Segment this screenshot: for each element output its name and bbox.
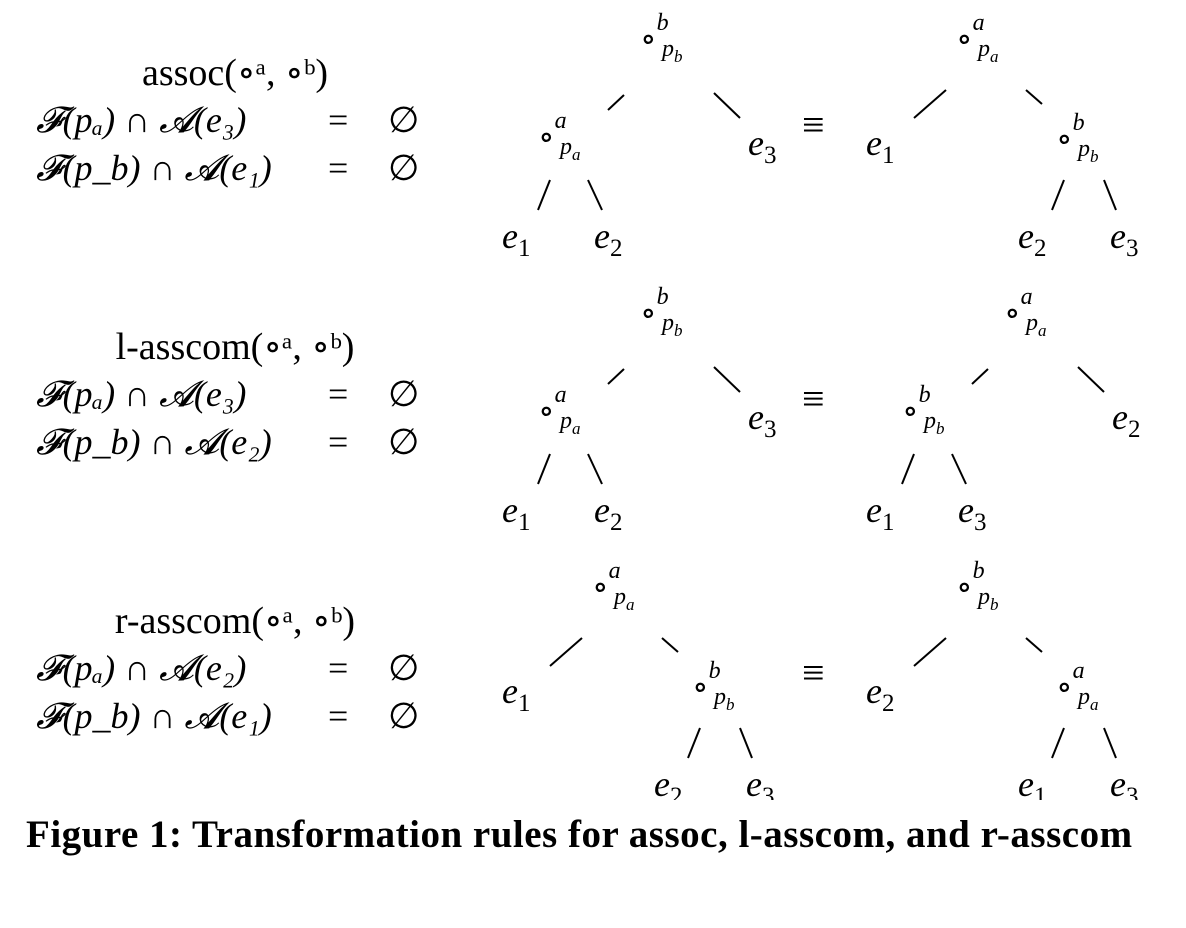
tree-edge — [661, 637, 679, 653]
condition-rhs: ∅ — [388, 374, 420, 414]
tree-edge — [687, 727, 701, 759]
tree-edge — [901, 453, 915, 485]
tree-edge — [537, 453, 551, 485]
leaf-node: e1 — [866, 123, 894, 169]
condition-rhs: ∅ — [388, 696, 420, 736]
tree-edge — [1103, 179, 1117, 211]
condition-line: 𝓕(pₐ) ∩ 𝓐(e₂) = ∅ — [36, 646, 466, 692]
equivalence-symbol: ≡ — [802, 376, 825, 421]
tree-edge — [587, 179, 603, 211]
condition-op: = — [328, 648, 349, 688]
tree-edge — [607, 368, 625, 385]
leaf-node: e3 — [746, 764, 774, 800]
condition-line: 𝓕(p_b) ∩ 𝓐(e₁) = ∅ — [36, 694, 466, 740]
rule-name: assoc(∘ᵃ, ∘ᵇ) — [141, 52, 329, 94]
leaf-node: e2 — [866, 671, 894, 717]
tree-edge — [713, 92, 741, 119]
tree-edge — [549, 637, 583, 667]
condition-op: = — [328, 100, 349, 140]
figure-caption: Figure 1: Transformation rules for assoc… — [26, 813, 1133, 856]
tree-edge — [913, 89, 947, 119]
leaf-node: e3 — [1110, 216, 1138, 262]
condition-lhs: 𝓕(p_b) ∩ 𝓐(e₁) — [36, 696, 272, 736]
condition-rhs: ∅ — [388, 422, 420, 462]
leaf-node: e1 — [502, 671, 530, 717]
figure: assoc(∘ᵃ, ∘ᵇ) 𝓕(pₐ) ∩ 𝓐(e₃) = ∅ 𝓕(p_b) ∩… — [36, 10, 1140, 800]
tree-edge — [1025, 637, 1043, 653]
leaf-node: e2 — [594, 490, 622, 536]
leaf-node: e1 — [502, 216, 530, 262]
condition-op: = — [328, 696, 349, 736]
tree-edge — [951, 453, 967, 485]
leaf-node: e2 — [594, 216, 622, 262]
tree-edge — [1051, 179, 1065, 211]
tree-edge — [1025, 89, 1043, 105]
leaf-node: e2 — [1018, 216, 1046, 262]
condition-rhs: ∅ — [388, 648, 420, 688]
condition-op: = — [328, 148, 349, 188]
leaf-node: e3 — [748, 397, 776, 443]
tree-edge — [1077, 366, 1105, 393]
leaf-node: e3 — [1110, 764, 1138, 800]
equivalence-symbol: ≡ — [802, 102, 825, 147]
tree-edge — [739, 727, 753, 759]
leaf-node: e1 — [1018, 764, 1046, 800]
condition-lhs: 𝓕(pₐ) ∩ 𝓐(e₃) — [36, 100, 247, 140]
condition-lhs: 𝓕(pₐ) ∩ 𝓐(e₃) — [36, 374, 247, 414]
condition-lhs: 𝓕(pₐ) ∩ 𝓐(e₂) — [36, 648, 247, 688]
condition-lhs: 𝓕(p_b) ∩ 𝓐(e₁) — [36, 148, 272, 188]
condition-rhs: ∅ — [388, 100, 420, 140]
tree-edge — [913, 637, 947, 667]
leaf-node: e1 — [502, 490, 530, 536]
condition-op: = — [328, 374, 349, 414]
leaf-node: e2 — [654, 764, 682, 800]
condition-lhs: 𝓕(p_b) ∩ 𝓐(e₂) — [36, 422, 272, 462]
tree-edge — [1103, 727, 1117, 759]
rule-name: l-asscom(∘ᵃ, ∘ᵇ) — [115, 326, 355, 368]
tree-edge — [1051, 727, 1065, 759]
equivalence-symbol: ≡ — [802, 650, 825, 695]
condition-line: 𝓕(pₐ) ∩ 𝓐(e₃) = ∅ — [36, 98, 466, 144]
tree-edge — [537, 179, 551, 211]
tree-edge — [607, 94, 625, 111]
condition-op: = — [328, 422, 349, 462]
condition-line: 𝓕(p_b) ∩ 𝓐(e₁) = ∅ — [36, 146, 466, 192]
leaf-node: e1 — [866, 490, 894, 536]
leaf-node: e2 — [1112, 397, 1140, 443]
tree-edge — [971, 368, 989, 385]
condition-line: 𝓕(pₐ) ∩ 𝓐(e₃) = ∅ — [36, 372, 466, 418]
tree-edge — [713, 366, 741, 393]
rule-name: r-asscom(∘ᵃ, ∘ᵇ) — [114, 600, 356, 642]
condition-line: 𝓕(p_b) ∩ 𝓐(e₂) = ∅ — [36, 420, 466, 466]
condition-rhs: ∅ — [388, 148, 420, 188]
leaf-node: e3 — [958, 490, 986, 536]
leaf-node: e3 — [748, 123, 776, 169]
tree-edge — [587, 453, 603, 485]
